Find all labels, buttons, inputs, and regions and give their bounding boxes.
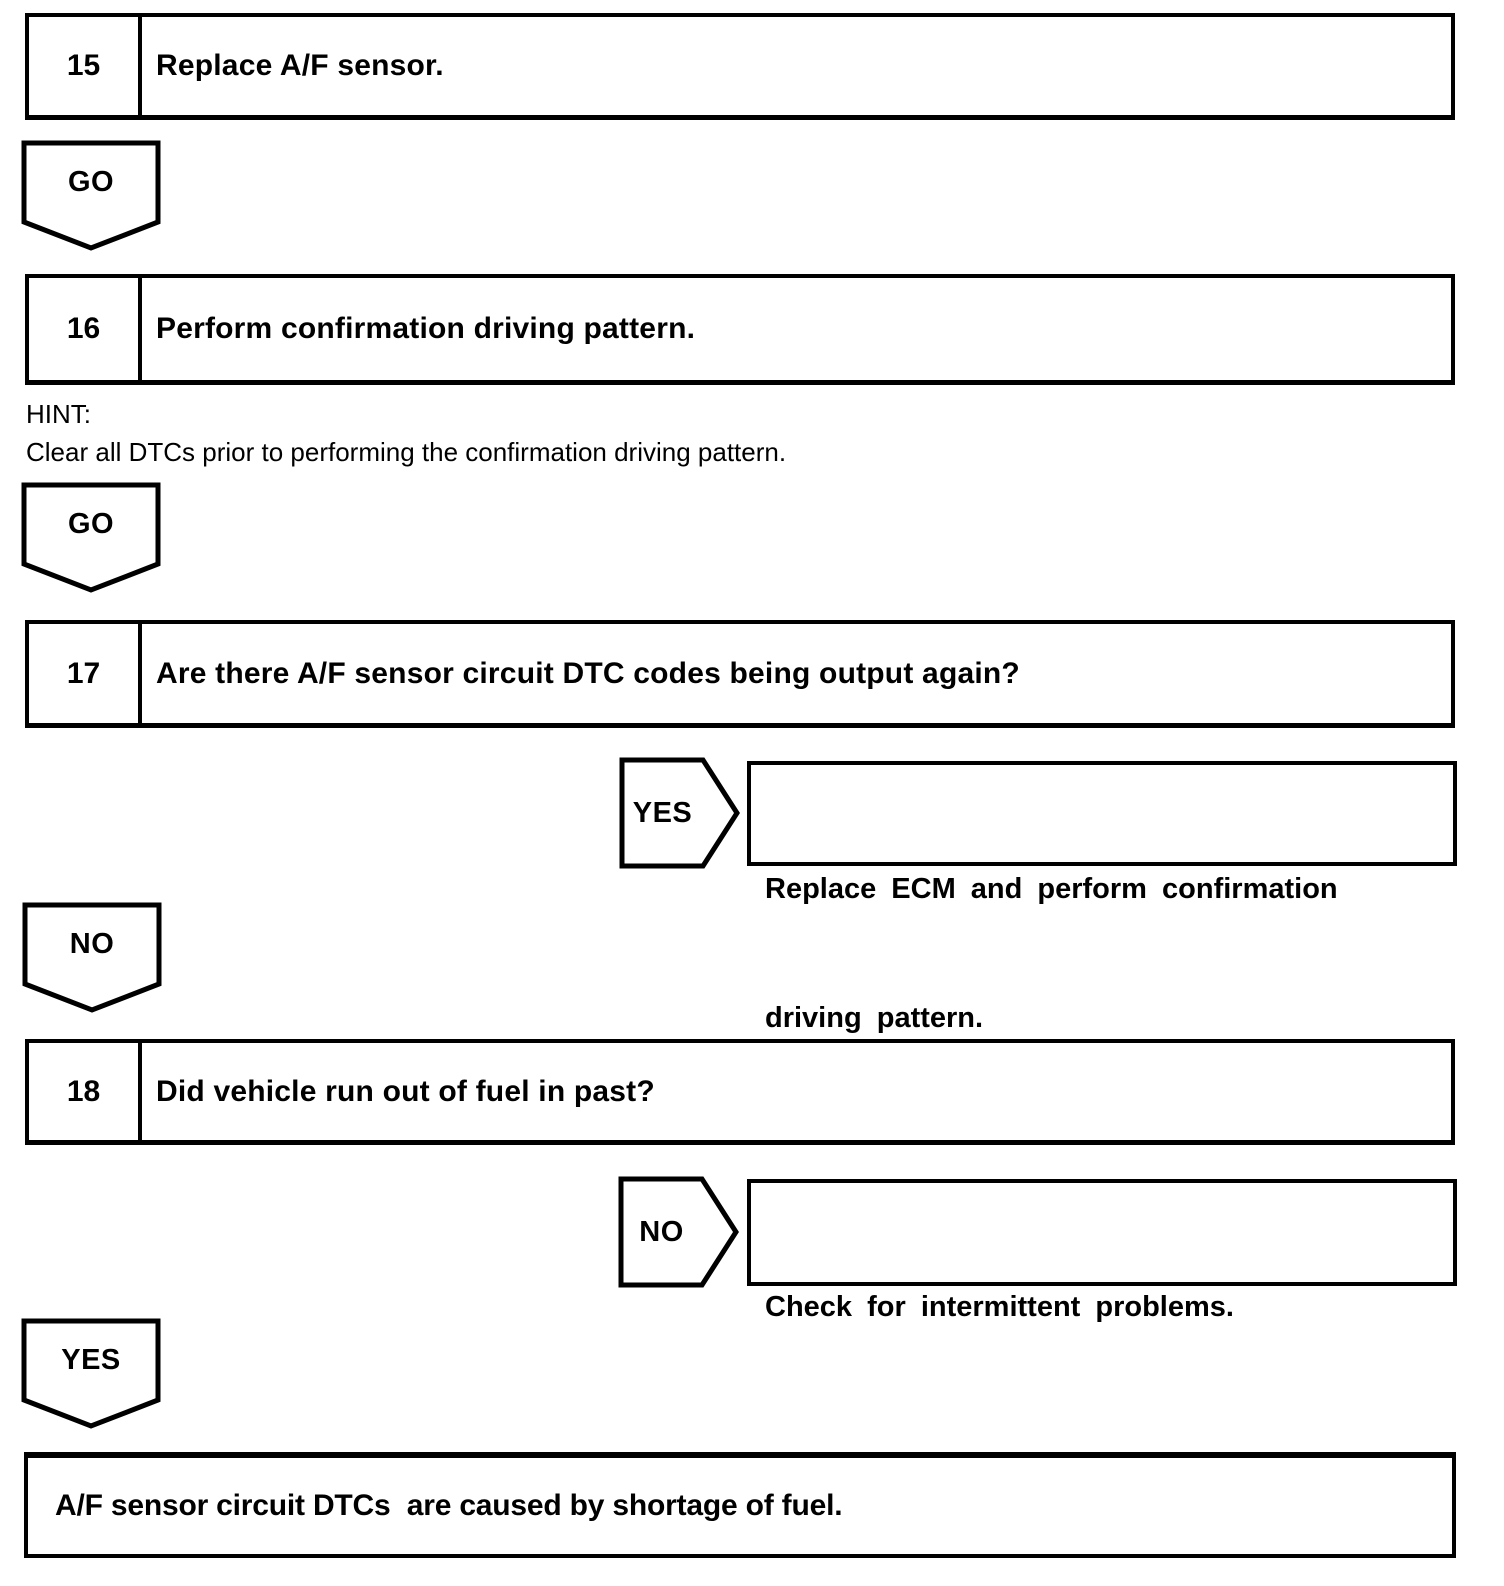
no-connector-down-label: NO <box>69 928 115 960</box>
step-instruction: Perform confirmation driving pattern. <box>156 312 696 345</box>
step-number: 15 <box>29 17 142 115</box>
step-instruction: Replace A/F sensor. <box>156 49 444 82</box>
yes-connector-down: YES <box>21 1318 161 1430</box>
no-connector-right: NO <box>618 1176 740 1288</box>
hint-text: Clear all DTCs prior to performing the c… <box>26 437 787 467</box>
go-connector-1: GO <box>21 140 161 252</box>
step-question: Are there A/F sensor circuit DTC codes b… <box>156 656 1020 690</box>
result-line: driving pattern. <box>765 1002 984 1034</box>
result-line: Check for intermittent problems. <box>765 1291 1234 1323</box>
result-box-replace-ecm: Replace ECM and perform confirmation dri… <box>747 761 1457 1034</box>
hint-label: HINT: <box>26 399 91 429</box>
pentagon-down-icon <box>21 1318 161 1429</box>
step-number: 16 <box>29 278 142 380</box>
yes-connector-down-label: YES <box>61 1344 121 1376</box>
pentagon-down-icon <box>21 482 161 593</box>
result-box-intermittent: Check for intermittent problems. <box>747 1179 1457 1323</box>
no-connector-right-label: NO <box>639 1215 684 1248</box>
yes-connector-right-label: YES <box>632 796 693 829</box>
no-connector-down: NO <box>22 902 162 1014</box>
step-number: 18 <box>29 1043 142 1140</box>
step-box-18: 18 Did vehicle run out of fuel in past? <box>25 1039 1455 1145</box>
conclusion-box: A/F sensor circuit DTCs are caused by sh… <box>24 1452 1456 1558</box>
go-connector-2: GO <box>21 482 161 594</box>
yes-connector-right: YES <box>619 757 741 869</box>
result-line: Replace ECM and perform confirmation <box>765 873 1338 905</box>
pentagon-right-icon <box>619 757 740 869</box>
step-number: 17 <box>29 624 142 723</box>
go-connector-2-label: GO <box>67 508 115 540</box>
pentagon-down-icon <box>22 902 162 1013</box>
step-box-16: 16 Perform confirmation driving pattern. <box>25 274 1455 385</box>
step-box-15: 15 Replace A/F sensor. <box>25 13 1455 120</box>
conclusion-text: A/F sensor circuit DTCs are caused by sh… <box>55 1489 843 1522</box>
step-box-17: 17 Are there A/F sensor circuit DTC code… <box>25 620 1455 728</box>
pentagon-right-icon <box>618 1176 739 1288</box>
go-connector-1-label: GO <box>67 166 115 198</box>
step-question: Did vehicle run out of fuel in past? <box>156 1074 655 1108</box>
pentagon-down-icon <box>21 140 161 251</box>
